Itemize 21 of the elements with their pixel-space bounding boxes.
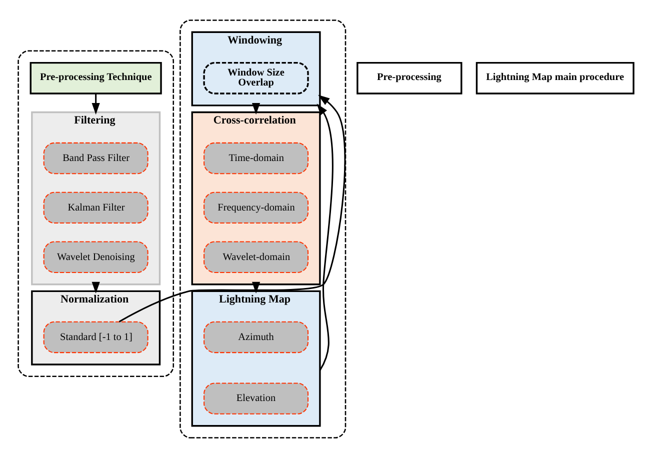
arrow bbox=[118, 94, 346, 322]
node-box: Elevation bbox=[204, 382, 309, 414]
node-box: Standard [-1 to 1] bbox=[43, 320, 148, 353]
cluster bbox=[180, 19, 346, 438]
node-box: Wavelet-domain bbox=[204, 240, 309, 272]
node-box: Lightning Map main procedure bbox=[476, 61, 634, 94]
node-box: Pre-processing bbox=[356, 61, 462, 94]
node-box: Frequency-domain bbox=[204, 191, 309, 224]
node-box: Window Size Overlap bbox=[203, 61, 309, 94]
node-box: Wavelet Denoising bbox=[43, 240, 148, 272]
node-box: Time-domain bbox=[204, 142, 309, 174]
node-box: Kalman Filter bbox=[43, 191, 148, 224]
arrow bbox=[316, 103, 334, 370]
arrow bbox=[252, 102, 260, 114]
arrow bbox=[92, 93, 100, 114]
node-box: Pre-processing Technique bbox=[30, 61, 162, 94]
node-box: Azimuth bbox=[204, 320, 309, 353]
arrow bbox=[92, 281, 100, 294]
node-box: Band Pass Filter bbox=[43, 142, 148, 174]
cluster bbox=[18, 50, 174, 377]
arrow bbox=[252, 281, 260, 294]
